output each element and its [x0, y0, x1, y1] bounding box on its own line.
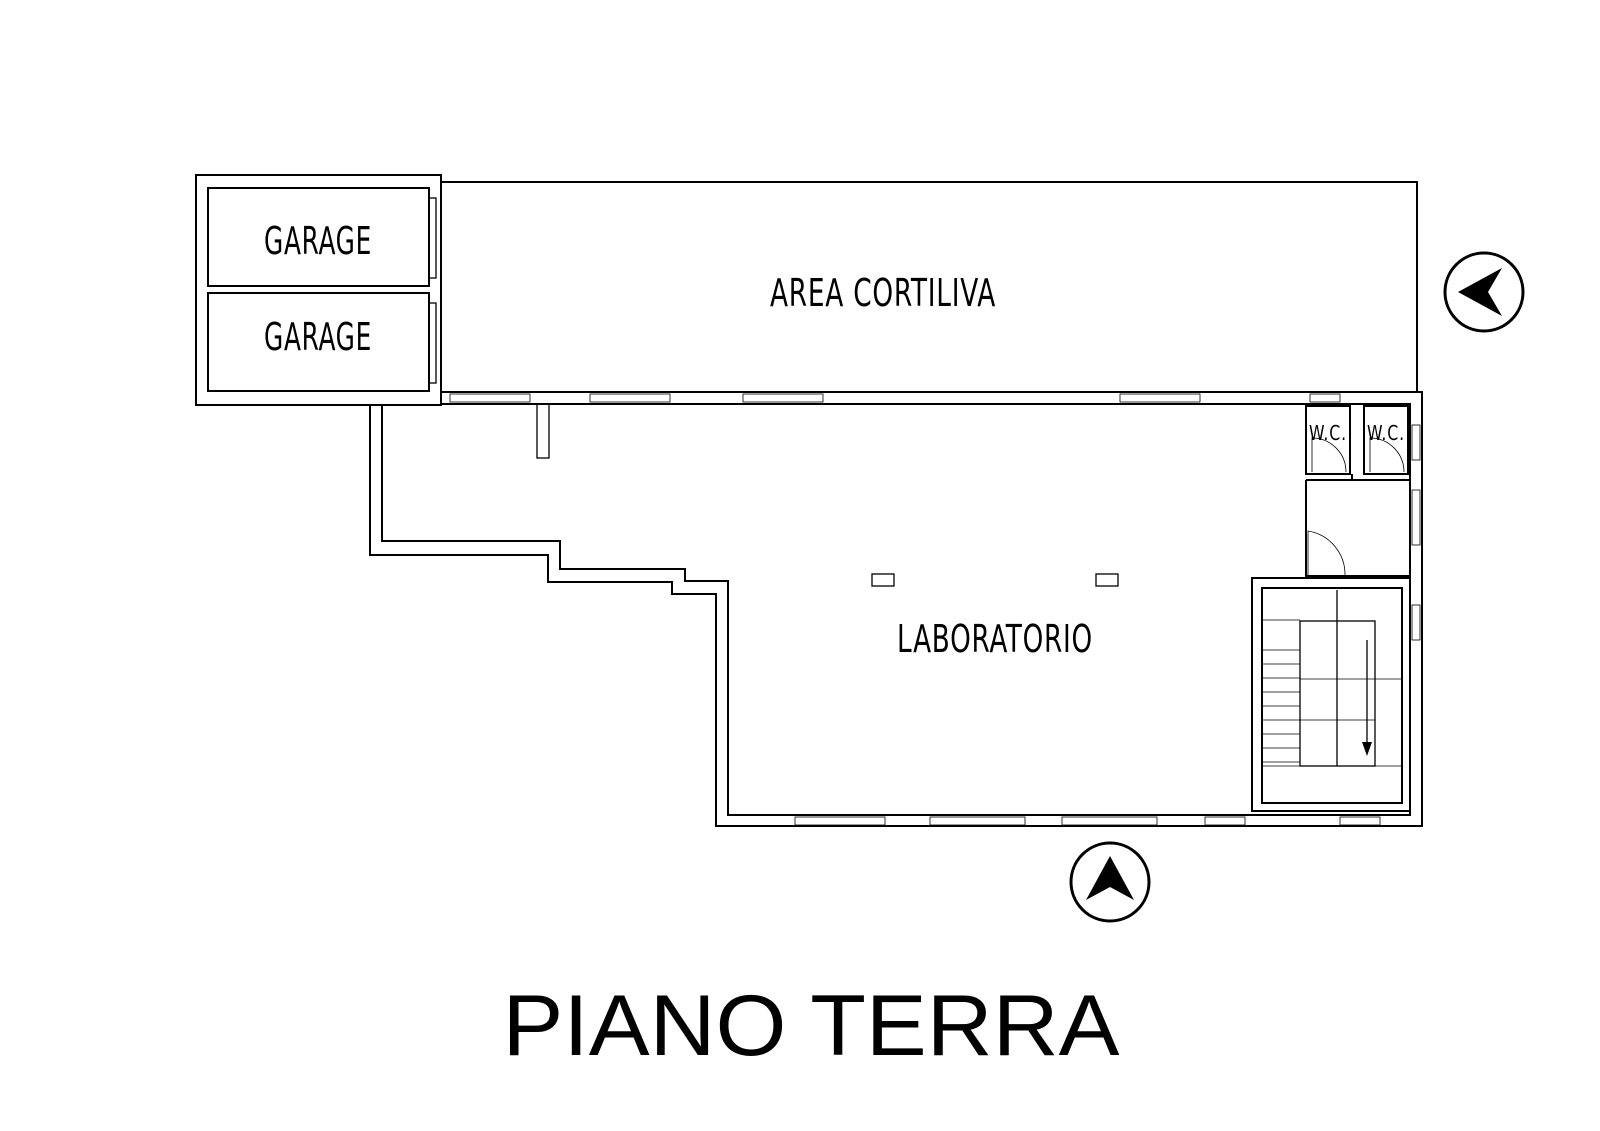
wc-left-label: W.C.	[1309, 421, 1347, 445]
laboratory-label: LABORATORIO	[897, 617, 1093, 661]
garage-top-label: GARAGE	[264, 219, 372, 263]
arrow-up-icon	[1069, 841, 1151, 923]
staircase	[1251, 577, 1411, 812]
wc-block	[1305, 405, 1410, 577]
garage-bottom-label: GARAGE	[264, 315, 372, 359]
pillar-left	[871, 573, 895, 587]
main-building-walls	[369, 391, 1423, 827]
wc-right-label: W.C.	[1367, 421, 1405, 445]
garage-block	[195, 174, 442, 406]
pillar-right	[1095, 573, 1119, 587]
wc-right-room	[1363, 405, 1409, 475]
drawing-title: PIANO TERRA	[503, 978, 1121, 1074]
wc-left-room	[1305, 405, 1351, 475]
arrow-left-icon	[1443, 251, 1525, 333]
courtyard-label: AREA CORTILIVA	[770, 271, 996, 315]
